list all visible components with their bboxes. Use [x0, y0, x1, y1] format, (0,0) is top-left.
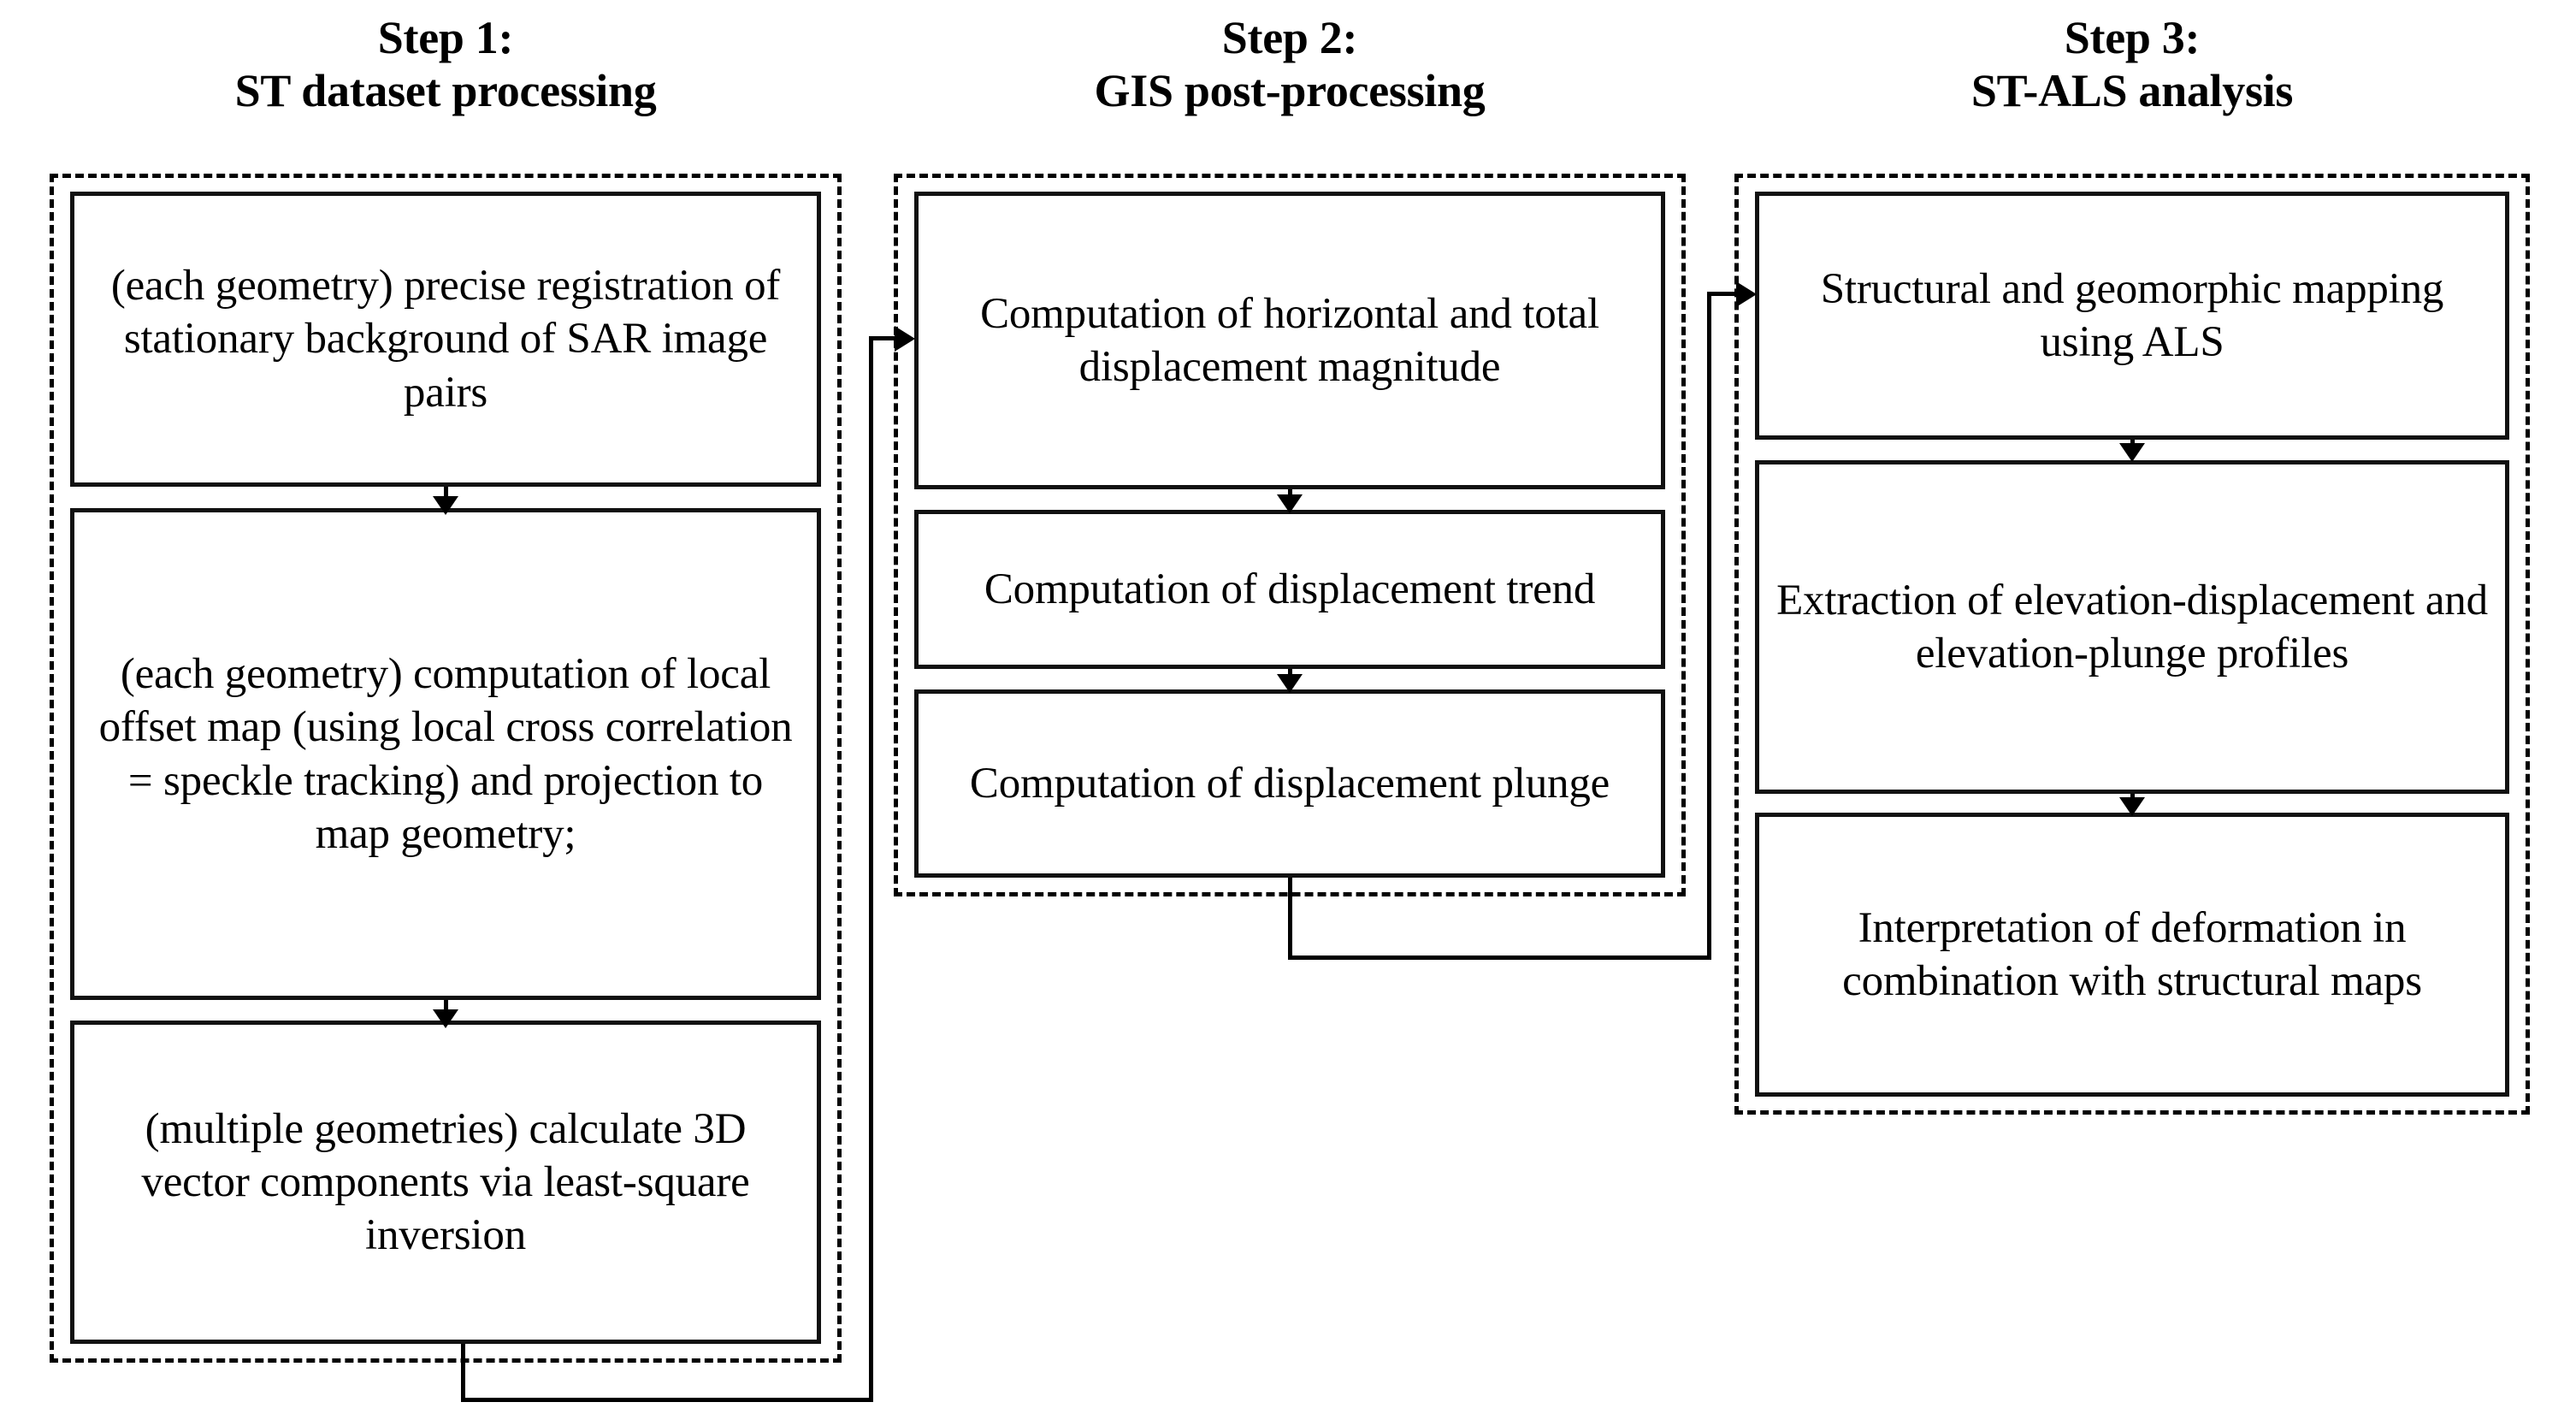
connector-s1b2-s1b3-arrowhead	[433, 1009, 458, 1028]
step-1-box-1[interactable]: (each geometry) precise registration of …	[70, 192, 821, 487]
step-2-title-line2: GIS post-processing	[1094, 64, 1486, 116]
connector-s2b1-s2b2-arrowhead	[1277, 494, 1303, 513]
step-1-box-2-label: (each geometry) computation of local off…	[98, 650, 793, 858]
connector-s1b2-s1b3-line	[444, 1000, 448, 1017]
step-3-box-1-label: Structural and geomorphic mapping using …	[1820, 264, 2444, 366]
connector-step2-step3-arrowhead	[1736, 281, 1757, 307]
step-3-box-1[interactable]: Structural and geomorphic mapping using …	[1755, 192, 2509, 440]
connector-step1-step2-segment-right	[461, 1398, 873, 1402]
step-3-title-line2: ST-ALS analysis	[1970, 64, 2294, 116]
step-1-box-3[interactable]: (multiple geometries) calculate 3D vecto…	[70, 1021, 821, 1344]
step-1-title-line2: ST dataset processing	[234, 64, 657, 116]
step-group-2: Step 2: GIS post-processing Computation …	[894, 0, 1686, 1414]
step-2-box-3[interactable]: Computation of displacement plunge	[914, 689, 1665, 878]
step-2-title: Step 2: GIS post-processing	[894, 12, 1686, 117]
step-2-box-2[interactable]: Computation of displacement trend	[914, 510, 1665, 669]
step-2-box-2-label: Computation of displacement trend	[984, 565, 1596, 613]
connector-s1b1-s1b2-arrowhead	[433, 496, 458, 515]
step-group-1: Step 1: ST dataset processing (each geom…	[50, 0, 842, 1414]
connector-step2-step3-segment-down	[1288, 878, 1292, 960]
step-3-box-2-label: Extraction of elevation-displacement and…	[1776, 576, 2488, 677]
step-3-title-line1: Step 3:	[2064, 12, 2201, 63]
step-2-title-line1: Step 2:	[1221, 12, 1358, 63]
step-1-box-1-label: (each geometry) precise registration of …	[110, 262, 781, 417]
connector-s1b1-s1b2-line	[444, 487, 448, 504]
step-2-box-1[interactable]: Computation of horizontal and total disp…	[914, 192, 1665, 489]
connector-step1-step2-arrowhead	[895, 326, 915, 352]
connector-step1-step2-segment-into-box	[869, 336, 908, 340]
connector-s3b2-s3b3-arrowhead	[2119, 797, 2145, 816]
connector-s2b2-s2b3-arrowhead	[1277, 674, 1303, 693]
step-2-box-3-label: Computation of displacement plunge	[969, 759, 1610, 808]
step-1-box-3-label: (multiple geometries) calculate 3D vecto…	[141, 1104, 750, 1260]
connector-s3b1-s3b2-arrowhead	[2119, 443, 2145, 462]
step-3-title: Step 3: ST-ALS analysis	[1734, 12, 2530, 117]
connector-step2-step3-segment-up	[1707, 292, 1711, 960]
step-3-box-3-label: Interpretation of deformation in combina…	[1842, 903, 2422, 1005]
connector-step1-step2-segment-down	[461, 1344, 465, 1402]
step-1-title: Step 1: ST dataset processing	[50, 12, 842, 117]
step-1-title-line1: Step 1:	[377, 12, 514, 63]
connector-step2-step3-segment-into-box	[1707, 292, 1750, 296]
connector-step2-step3-segment-right	[1288, 955, 1710, 960]
step-1-box-2[interactable]: (each geometry) computation of local off…	[70, 508, 821, 1000]
step-2-box-1-label: Computation of horizontal and total disp…	[980, 289, 1599, 391]
step-3-box-3[interactable]: Interpretation of deformation in combina…	[1755, 813, 2509, 1097]
step-group-3: Step 3: ST-ALS analysis Structural and g…	[1734, 0, 2530, 1414]
step-3-box-2[interactable]: Extraction of elevation-displacement and…	[1755, 460, 2509, 794]
connector-step1-step2-segment-up	[869, 336, 873, 1402]
